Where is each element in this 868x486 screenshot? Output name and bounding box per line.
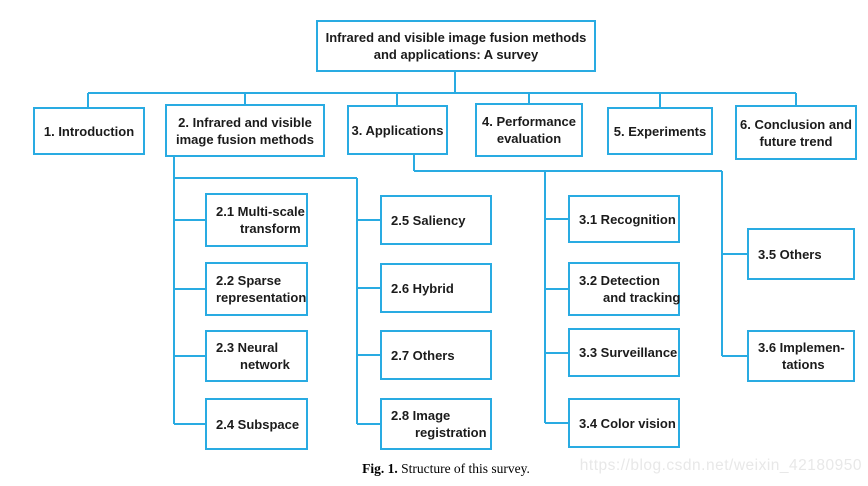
node-2-2-sparse-representation: 2.2 Sparse representation xyxy=(205,262,308,316)
figure-caption: Fig. 1. Structure of this survey. xyxy=(362,461,530,477)
csdn-watermark-text: https://blog.csdn.net/weixin_42180950 xyxy=(579,457,862,474)
node-5-experiments: 5. Experiments xyxy=(607,107,713,155)
node-label-line: Infrared and visible image fusion method… xyxy=(325,30,587,45)
node-label-line: 2. Infrared and visible xyxy=(178,114,312,130)
node-label-line: registration xyxy=(415,425,487,440)
node-label-line: and tracking xyxy=(603,290,681,305)
node-1-introduction: 1. Introduction xyxy=(33,107,145,155)
node-label-line: 4. Performance xyxy=(482,114,576,129)
node-label-line: 2.5 Saliency xyxy=(391,212,466,228)
node-4-performance-evaluation: 4. Performance evaluation xyxy=(475,103,583,157)
node-label-line: 2.6 Hybrid xyxy=(391,280,454,296)
connector-top-level xyxy=(87,72,797,107)
node-label-line: 2.3 Neural xyxy=(216,340,279,355)
node-label-line: 3.2 Detection xyxy=(579,273,660,288)
node-2-fusion-methods: 2. Infrared and visible image fusion met… xyxy=(165,104,325,157)
node-label-line: 1. Introduction xyxy=(43,123,135,139)
node-label-line: image fusion methods xyxy=(176,131,314,147)
node-3-6-implementations: 3.6 Implemen- tations xyxy=(747,330,855,382)
node-2-8-image-registration: 2.8 Image registration xyxy=(380,398,492,450)
node-label-line: future trend xyxy=(759,133,833,149)
node-label-line: tations xyxy=(782,357,825,372)
figure-caption-label: Fig. 1. xyxy=(362,461,398,476)
node-label-line: 2.4 Subspace xyxy=(216,416,300,432)
node-3-applications: 3. Applications xyxy=(347,105,448,155)
node-label-line: evaluation xyxy=(496,131,562,146)
node-2-1-multi-scale-transform: 2.1 Multi-scale transform xyxy=(205,193,308,247)
figure-caption-text: Structure of this survey. xyxy=(401,461,530,476)
node-label-line: 2.2 Sparse xyxy=(216,273,282,288)
node-label-line: 3.3 Surveillance xyxy=(579,345,678,360)
node-label-line: representation xyxy=(216,290,307,305)
node-2-7-others: 2.7 Others xyxy=(380,330,492,380)
node-2-4-subspace: 2.4 Subspace xyxy=(205,398,308,450)
node-label-line: and applications: A survey xyxy=(373,47,539,62)
node-6-conclusion-future-trend: 6. Conclusion and future trend xyxy=(735,105,857,160)
node-label-line: 3. Applications xyxy=(351,122,444,138)
node-label-line: 5. Experiments xyxy=(613,123,707,139)
node-label-line: 2.7 Others xyxy=(391,347,455,363)
node-3-1-recognition: 3.1 Recognition xyxy=(568,195,680,243)
node-label-line: network xyxy=(240,357,290,372)
node-label-line: transform xyxy=(240,221,301,236)
node-3-4-color-vision: 3.4 Color vision xyxy=(568,398,680,448)
node-label-line: 6. Conclusion and xyxy=(740,116,852,132)
node-2-6-hybrid: 2.6 Hybrid xyxy=(380,263,492,313)
node-survey-title: Infrared and visible image fusion method… xyxy=(316,20,596,72)
node-3-5-others: 3.5 Others xyxy=(747,228,855,280)
node-label-line: 2.1 Multi-scale xyxy=(216,204,305,219)
node-3-2-detection-and-tracking: 3.2 Detection and tracking xyxy=(568,262,680,316)
connector-section3-subtree xyxy=(413,155,747,424)
connector-section2-subtree xyxy=(173,157,380,425)
node-label-line: 3.1 Recognition xyxy=(579,211,676,227)
node-3-3-surveillance: 3.3 Surveillance xyxy=(568,328,680,377)
node-2-3-neural-network: 2.3 Neural network xyxy=(205,330,308,382)
node-2-5-saliency: 2.5 Saliency xyxy=(380,195,492,245)
node-label-line: 2.8 Image xyxy=(391,408,451,423)
node-label-line: 3.6 Implemen- xyxy=(758,340,845,355)
node-label-line: 3.5 Others xyxy=(758,246,822,262)
node-label-line: 3.4 Color vision xyxy=(579,415,676,431)
